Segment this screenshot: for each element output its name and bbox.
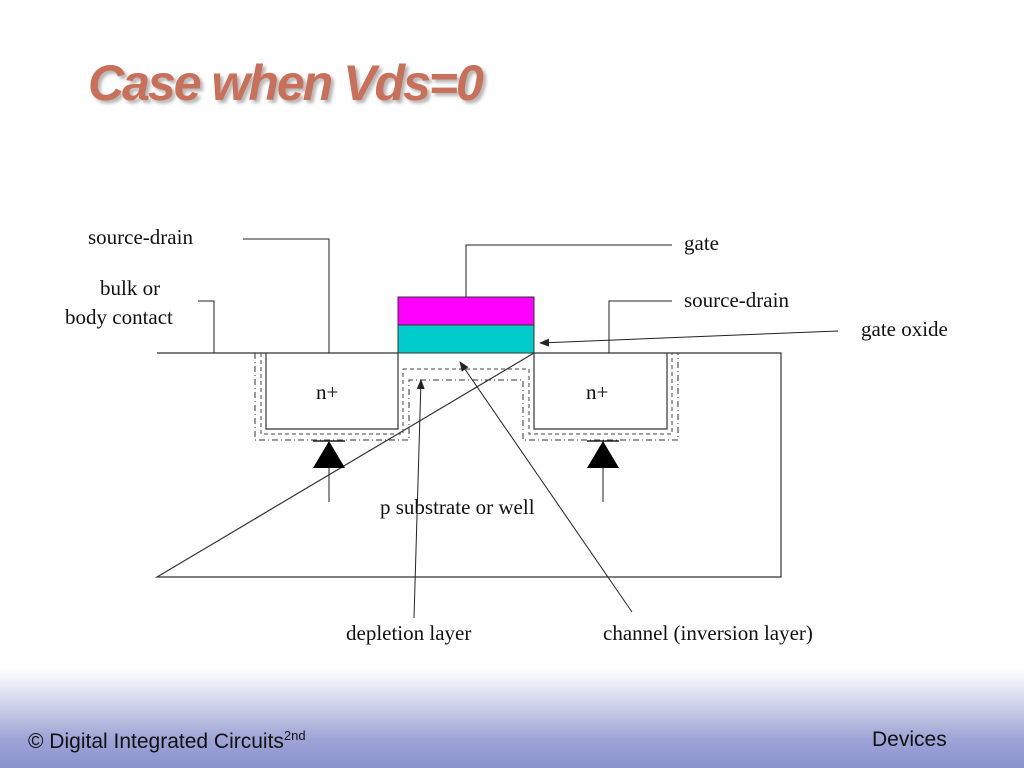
label-bulk-line2: body contact: [65, 305, 173, 329]
footer-copyright-text: © Digital Integrated Circuits: [28, 730, 284, 753]
gate-oxide-layer: [397, 324, 535, 354]
leader-source-drain-left: [243, 238, 330, 353]
depletion-inner-right: [528, 353, 673, 435]
leader-gate: [465, 244, 672, 297]
label-gate-oxide: gate oxide: [861, 317, 948, 341]
leader-bulk-contact: [198, 300, 215, 353]
diode-right-icon: [587, 440, 619, 502]
arrow-gate-oxide: [539, 330, 839, 347]
footer-bar: © Digital Integrated Circuits2nd Devices: [0, 668, 1024, 768]
label-channel: channel (inversion layer): [603, 621, 813, 645]
depletion-inner-left: [260, 353, 404, 435]
label-source-drain-left: source-drain: [88, 225, 193, 249]
label-bulk-line1: bulk or: [100, 276, 160, 300]
label-depletion-layer: depletion layer: [346, 621, 471, 645]
arrow-depletion-layer: [413, 379, 425, 619]
gate-electrode: [397, 296, 535, 326]
diode-left-icon: [313, 440, 345, 502]
leader-source-drain-right: [608, 300, 672, 353]
slide-title: Case when Vds=0: [88, 55, 484, 111]
footer-edition-sup: 2nd: [283, 728, 306, 743]
arrow-channel: [459, 361, 633, 613]
n-plus-well-left: [265, 353, 399, 430]
n-plus-well-right: [533, 353, 668, 430]
footer-copyright: © Digital Integrated Circuits2nd: [28, 728, 306, 754]
label-substrate: p substrate or well: [380, 495, 535, 519]
label-source-drain-right: source-drain: [684, 288, 789, 312]
footer-section: Devices: [872, 728, 947, 751]
substrate-body: [154, 352, 782, 578]
label-n-plus-left: n+: [316, 380, 338, 404]
label-n-plus-right: n+: [586, 380, 608, 404]
label-gate: gate: [684, 231, 719, 255]
